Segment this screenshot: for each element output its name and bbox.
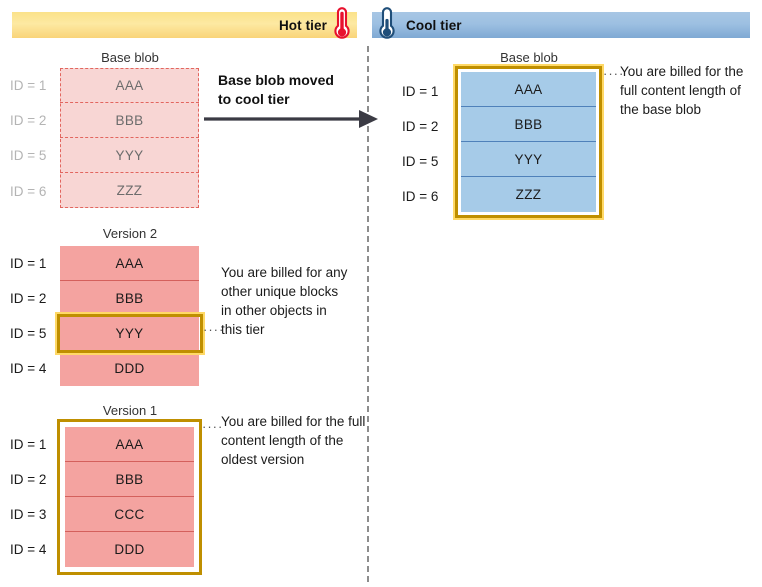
block-row: ZZZ xyxy=(116,183,143,198)
id-label: ID = 2 xyxy=(10,472,47,487)
hot-tier-label: Hot tier xyxy=(278,17,327,33)
block-row: AAA xyxy=(60,246,199,281)
version2-callout: You are billed for any other unique bloc… xyxy=(221,265,348,337)
id-label: ID = 1 xyxy=(402,84,439,99)
id-label: ID = 2 xyxy=(402,119,439,134)
block-row: BBB xyxy=(461,107,596,142)
cool-base-blob-stack: AAA BBB YYY ZZZ xyxy=(461,72,596,212)
version1-callout: You are billed for the full content leng… xyxy=(221,414,366,467)
cool-base-blob-title: Base blob xyxy=(500,50,558,65)
id-label: ID = 1 xyxy=(10,256,47,271)
id-label: ID = 6 xyxy=(402,189,439,204)
id-label: ID = 5 xyxy=(402,154,439,169)
block-row: DDD xyxy=(114,361,145,376)
hot-base-blob-title: Base blob xyxy=(101,50,159,65)
hot-version2-stack: AAA BBB YYY DDD xyxy=(60,246,199,386)
arrow-caption-line1: Base blob moved xyxy=(218,72,334,88)
hot-version1-title: Version 1 xyxy=(102,403,158,418)
id-label: ID = 5 xyxy=(10,148,47,163)
block-row: YYY xyxy=(60,316,199,351)
block-row: ZZZ xyxy=(515,187,542,202)
cool-tier-label: Cool tier xyxy=(406,17,462,33)
block-row: YYY xyxy=(461,142,596,177)
block-row: AAA xyxy=(60,68,199,103)
block-row: DDD xyxy=(114,542,145,557)
block-row: AAA xyxy=(65,427,194,462)
block-row: BBB xyxy=(60,103,199,138)
block-row: BBB xyxy=(60,281,199,316)
id-label: ID = 1 xyxy=(10,437,47,452)
id-label: ID = 2 xyxy=(10,291,47,306)
arrow-caption: Base blob moved to cool tier xyxy=(218,71,334,109)
version2-callout-leader: ···· xyxy=(203,322,225,337)
hot-tier-banner: Hot tier xyxy=(12,12,357,38)
cool-base-blob-callout: You are billed for the full content leng… xyxy=(620,64,744,117)
block-row: CCC xyxy=(65,497,194,532)
id-label: ID = 4 xyxy=(10,542,47,557)
version1-callout-leader: ···· xyxy=(202,419,224,434)
tier-divider xyxy=(367,46,369,582)
id-label: ID = 2 xyxy=(10,113,47,128)
cool-tier-banner: Cool tier xyxy=(372,12,750,38)
thermometer-hot-icon xyxy=(334,7,350,39)
id-label: ID = 5 xyxy=(10,326,47,341)
arrow-caption-line2: to cool tier xyxy=(218,91,290,107)
id-label: ID = 1 xyxy=(10,78,47,93)
block-row: AAA xyxy=(461,72,596,107)
id-label: ID = 6 xyxy=(10,184,47,199)
block-row: BBB xyxy=(65,462,194,497)
transition-arrow-icon xyxy=(204,110,378,128)
hot-version2-title: Version 2 xyxy=(102,226,158,241)
thermometer-cool-icon xyxy=(379,7,395,39)
id-label: ID = 3 xyxy=(10,507,47,522)
cool-base-blob-callout-leader: ···· xyxy=(603,66,625,81)
hot-version1-stack: AAA BBB CCC DDD xyxy=(65,427,194,567)
id-label: ID = 4 xyxy=(10,361,47,376)
block-row: YYY xyxy=(60,138,199,173)
hot-base-blob-stack: AAA BBB YYY ZZZ xyxy=(60,68,199,208)
